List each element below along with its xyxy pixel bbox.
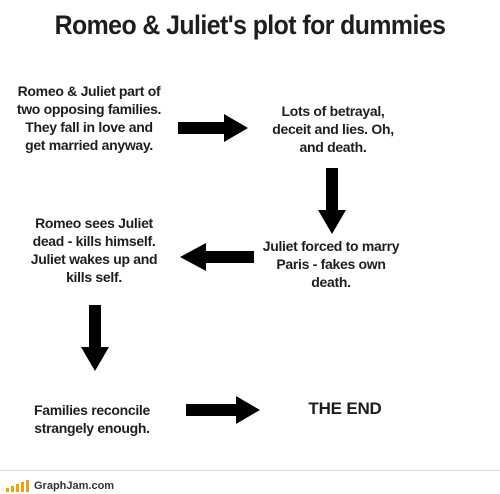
footer: GraphJam.com <box>0 470 500 494</box>
arrow-right-2 <box>186 396 260 424</box>
page-title: Romeo & Juliet's plot for dummies <box>54 10 446 40</box>
step-1-text: Romeo & Juliet part of two opposing fami… <box>16 83 162 153</box>
arrow-right-1 <box>178 114 248 142</box>
graphjam-logo[interactable]: GraphJam.com <box>6 480 114 492</box>
step-6-text: THE END <box>308 399 382 418</box>
step-2-text: Lots of betrayal, deceit and lies. Oh, a… <box>272 103 394 155</box>
bar-chart-icon <box>6 480 29 492</box>
arrow-down-2 <box>81 305 109 371</box>
site-name: GraphJam.com <box>34 480 115 492</box>
arrow-down-1 <box>318 168 346 234</box>
step-5-text: Families reconcile strangely enough. <box>34 402 150 436</box>
step-3-text: Juliet forced to marry Paris - fakes own… <box>262 238 400 290</box>
arrow-left-1 <box>180 243 254 271</box>
step-4-text: Romeo sees Juliet dead - kills himself. … <box>30 215 158 285</box>
